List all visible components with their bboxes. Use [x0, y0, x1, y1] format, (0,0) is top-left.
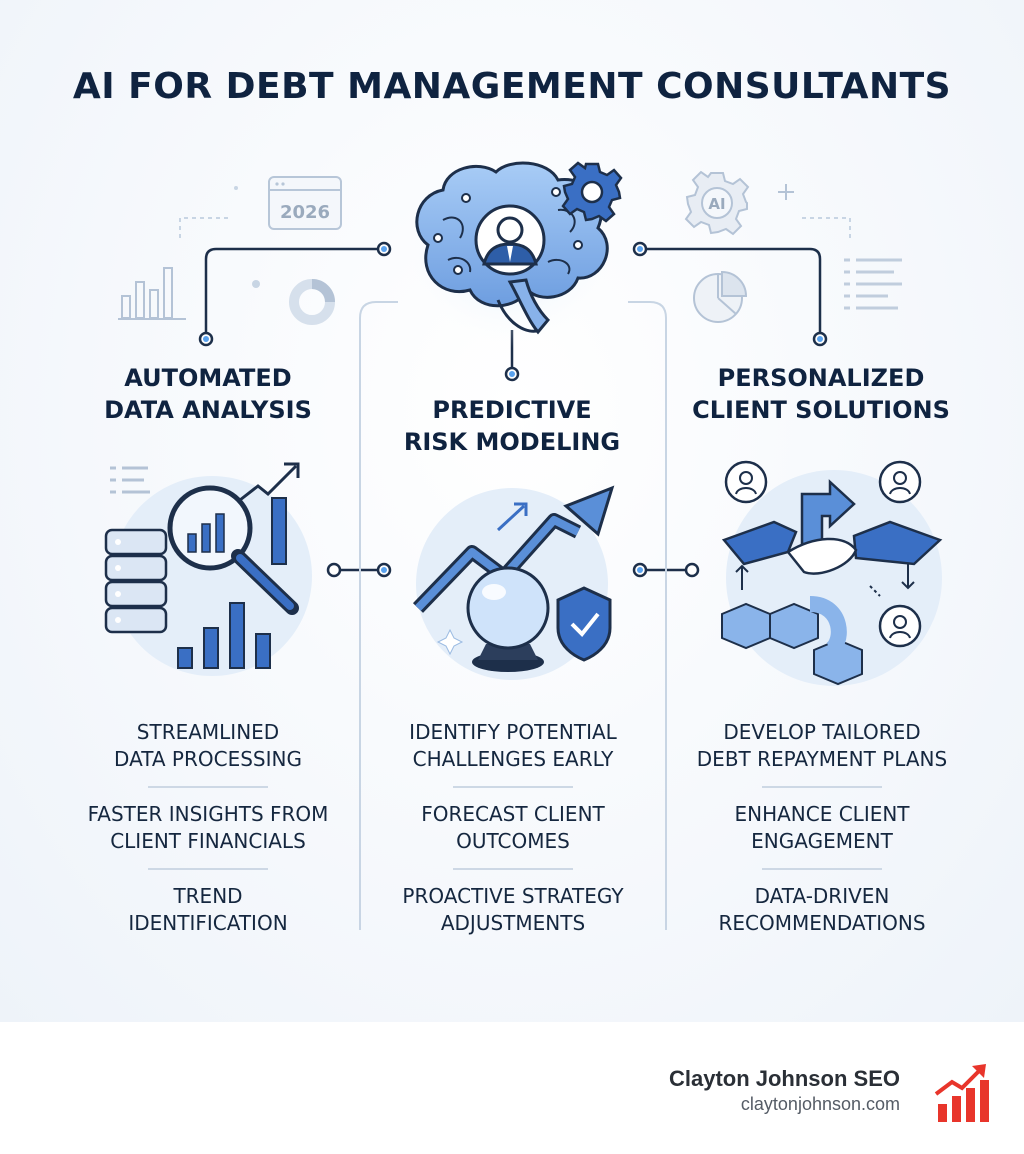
bullet-item: STREAMLINED DATA PROCESSING: [114, 720, 302, 771]
bullet-item: TREND IDENTIFICATION: [128, 884, 288, 935]
list-decor-icon: [844, 258, 902, 310]
bullet-list-client-solutions: DEVELOP TAILORED DEBT REPAYMENT PLANS EN…: [674, 719, 970, 937]
bullet-item: PROACTIVE STRATEGY ADJUSTMENTS: [402, 884, 624, 935]
footer: [0, 1022, 1024, 1154]
gear-icon: [561, 161, 623, 223]
dot-decor: [234, 186, 260, 288]
brand-url: claytonjohnson.com: [740, 1094, 900, 1114]
divider: [148, 786, 268, 788]
bullet-item: FORECAST CLIENT OUTCOMES: [421, 802, 605, 853]
donut-chart-decor-icon: [289, 279, 335, 325]
connector-lines: [179, 217, 851, 930]
divider: [762, 868, 882, 870]
bar-chart-decor-icon: [118, 267, 186, 320]
divider: [453, 868, 573, 870]
page-title: AI FOR DEBT MANAGEMENT CONSULTANTS: [72, 66, 952, 107]
bullet-item: DATA-DRIVEN RECOMMENDATIONS: [718, 884, 926, 935]
bullet-item: ENHANCE CLIENT ENGAGEMENT: [734, 802, 910, 853]
ai-gear-icon: AI: [684, 170, 750, 236]
crystal-ball-icon: [412, 485, 615, 680]
bullet-item: IDENTIFY POTENTIAL CHALLENGES EARLY: [409, 720, 617, 771]
column-title-risk-modeling: PREDICTIVE RISK MODELING: [403, 396, 621, 456]
pie-chart-decor-icon: [693, 270, 748, 323]
data-analysis-icon: [104, 462, 312, 676]
brand-name: Clayton Johnson SEO: [668, 1066, 900, 1091]
bullet-list-data-analysis: STREAMLINED DATA PROCESSING FASTER INSIG…: [62, 719, 354, 937]
bullet-list-risk-modeling: IDENTIFY POTENTIAL CHALLENGES EARLY FORE…: [368, 719, 658, 937]
divider: [762, 786, 882, 788]
brand-logo-icon: [934, 1064, 989, 1122]
calendar-icon: 2026: [268, 176, 342, 230]
bullet-item: DEVELOP TAILORED DEBT REPAYMENT PLANS: [696, 720, 948, 771]
sparkle-decor: [778, 184, 794, 200]
calendar-year: 2026: [280, 202, 330, 223]
ai-gear-label: AI: [708, 195, 725, 213]
divider: [148, 868, 268, 870]
column-title-data-analysis: AUTOMATED DATA ANALYSIS: [104, 364, 312, 424]
bullet-item: FASTER INSIGHTS FROM CLIENT FINANCIALS: [87, 802, 329, 853]
divider: [453, 786, 573, 788]
brain-ai-icon: [398, 152, 622, 348]
column-title-client-solutions: PERSONALIZED CLIENT SOLUTIONS: [692, 364, 950, 424]
handshake-icon: [721, 460, 943, 686]
